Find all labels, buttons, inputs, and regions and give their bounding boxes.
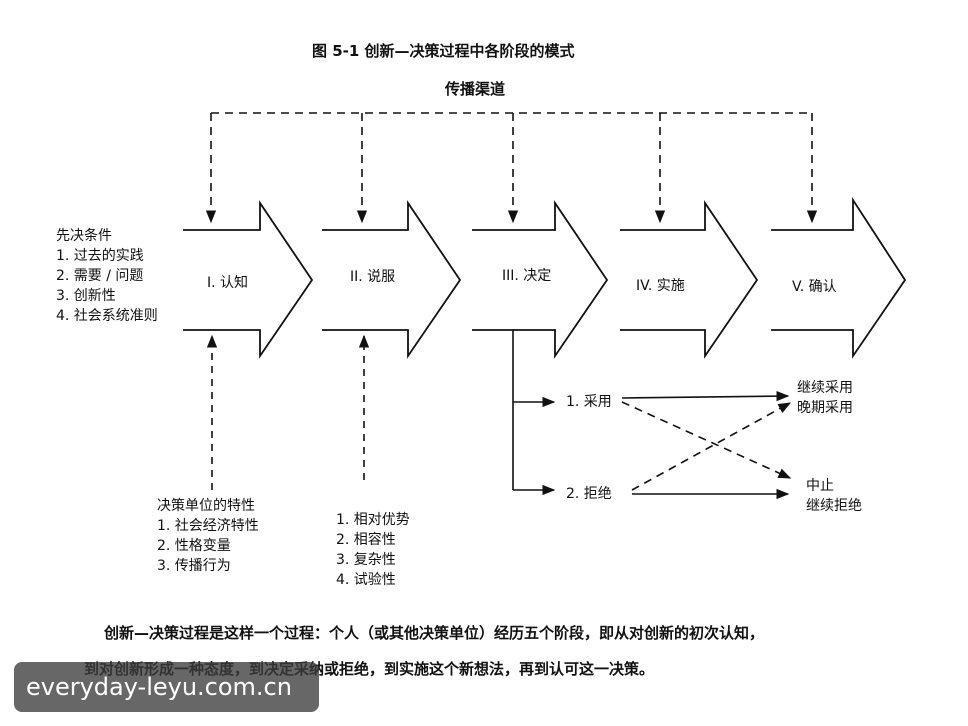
stage-arrows [183,196,907,359]
decision-unit-item: 1. 社会经济特性 [157,518,259,534]
prior-condition-item: 1. 过去的实践 [56,248,144,264]
decision-branch-lines [512,330,790,500]
caption-line-1: 创新—决策过程是这样一个过程：个人（或其他决策单位）经历五个阶段，即从对创新的初… [104,624,765,642]
stage-label-awareness: I. 认知 [207,275,249,291]
outcome-discontinue: 中止 [806,478,834,494]
reject-outcomes: 中止 继续拒绝 [806,476,862,516]
innovation-characteristics: 1. 相对优势 2. 相容性 3. 复杂性 4. 试验性 [336,510,410,590]
stage-arrow-decision [472,200,609,359]
decision-unit-item: 2. 性格变量 [157,538,231,554]
innovation-trait-item: 2. 相容性 [336,532,396,548]
outcome-continue-reject: 继续拒绝 [806,498,862,514]
outcome-continue-adopt: 继续采用 [797,380,853,396]
prior-conditions-heading: 先决条件 [56,228,112,244]
decision-cross-lines [621,401,792,491]
stage-label-confirmation: V. 确认 [792,279,837,295]
figure-title: 图 5-1 创新—决策过程中各阶段的模式 [312,42,575,60]
influence-lines [206,334,370,490]
prior-condition-item: 2. 需要 / 问题 [56,268,144,284]
stage-arrow-confirmation [771,196,907,359]
prior-condition-item: 3. 创新性 [56,288,116,304]
innovation-trait-item: 1. 相对优势 [336,512,410,528]
stage-arrow-persuasion [322,200,462,359]
innovation-trait-item: 3. 复杂性 [336,552,396,568]
stage-label-implementation: IV. 实施 [636,278,685,294]
stage-label-persuasion: II. 说服 [350,269,396,285]
prior-conditions: 先决条件 1. 过去的实践 2. 需要 / 问题 3. 创新性 4. 社会系统准… [56,226,158,326]
stage-label-decision: III. 决定 [502,268,552,284]
stage-arrow-awareness [183,200,314,359]
channel-label: 传播渠道 [445,80,506,98]
decision-unit-heading: 决策单位的特性 [157,498,255,514]
innovation-trait-item: 4. 试验性 [336,572,396,588]
communication-channel-lines [205,112,818,224]
decision-unit-item: 3. 传播行为 [157,558,231,574]
decision-adopt-label: 1. 采用 [566,394,612,410]
adopt-outcomes: 继续采用 晚期采用 [797,378,853,418]
prior-condition-item: 4. 社会系统准则 [56,308,158,324]
decision-unit-characteristics: 决策单位的特性 1. 社会经济特性 2. 性格变量 3. 传播行为 [157,496,259,576]
stage-arrow-implementation [620,200,759,359]
decision-reject-label: 2. 拒绝 [566,486,612,502]
watermark: everyday-leyu.com.cn [14,662,319,712]
outcome-late-adopt: 晚期采用 [797,400,853,416]
